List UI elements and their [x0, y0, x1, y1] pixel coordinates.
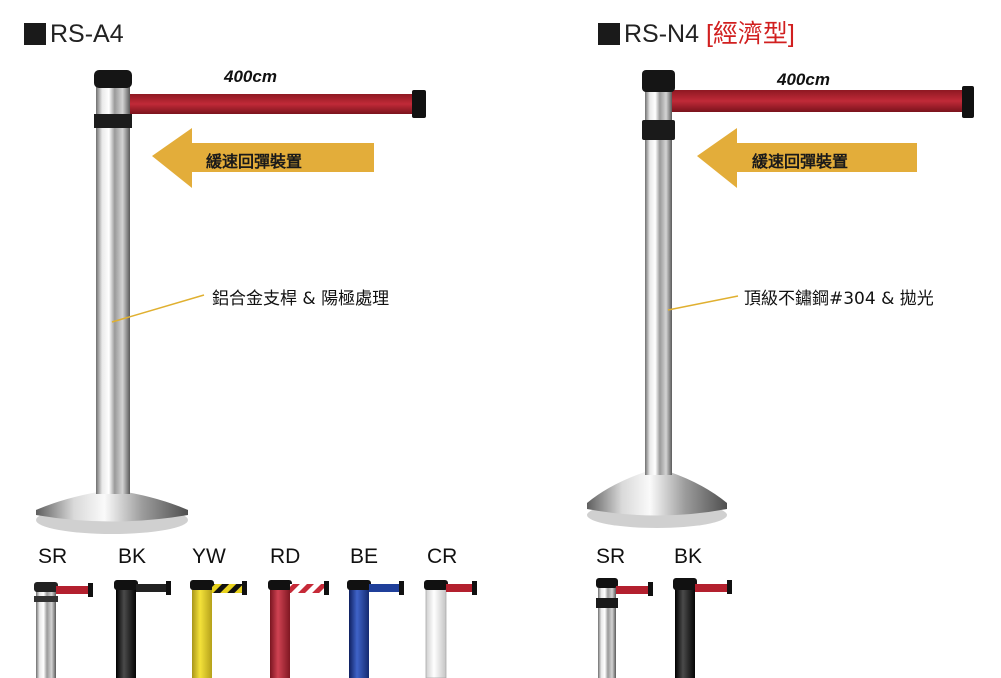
- product-title-rs-a4: RS-A4: [24, 22, 124, 47]
- title-text: RS-N4: [624, 20, 700, 48]
- swatch-bk: [673, 578, 732, 678]
- variant-code: BK: [674, 545, 703, 568]
- variant-code: SR: [38, 545, 68, 568]
- economy-tag: [經濟型]: [705, 20, 795, 48]
- swatch-sr: [34, 582, 93, 678]
- post: [645, 80, 672, 475]
- swatch-bk: [114, 580, 171, 678]
- product-title-rs-n4: RS-N4 [經濟型]: [598, 22, 795, 47]
- swatch-be: [347, 580, 404, 678]
- post-collar: [94, 114, 132, 128]
- retract-label: 緩速回彈裝置: [752, 152, 849, 171]
- stanchion-rs-a4: [36, 70, 426, 534]
- post-cap: [642, 70, 675, 92]
- variant-code: CR: [427, 545, 458, 568]
- retract-label: 緩速回彈裝置: [206, 152, 303, 171]
- swatch-sr: [596, 578, 653, 678]
- variant-code: SR: [596, 545, 626, 568]
- belt: [672, 90, 967, 112]
- swatch-rd: [268, 580, 329, 678]
- black-square-icon: [598, 23, 620, 45]
- post-collar: [642, 120, 675, 140]
- left-arrow-icon: [152, 128, 374, 188]
- variant-code: BE: [350, 545, 379, 568]
- post-cap: [94, 70, 132, 88]
- belt: [130, 94, 416, 114]
- belt-clip: [962, 86, 974, 118]
- swatch-yw: [190, 580, 247, 678]
- belt-length-label: 400cm: [224, 67, 277, 86]
- variant-code: BK: [118, 545, 147, 568]
- left-arrow-icon: [697, 128, 917, 188]
- material-label: 頂級不鏽鋼#304 & 拋光: [744, 289, 934, 309]
- belt-clip: [412, 90, 426, 118]
- belt-length-label: 400cm: [777, 70, 830, 89]
- post: [96, 80, 130, 494]
- black-square-icon: [24, 23, 46, 45]
- variant-code: YW: [192, 545, 226, 568]
- material-label: 鋁合金支桿 & 陽極處理: [212, 289, 390, 309]
- callout-leader: [667, 295, 739, 311]
- swatch-cr: [424, 580, 477, 678]
- stanchion-rs-n4: [587, 70, 974, 528]
- title-text: RS-A4: [50, 20, 124, 48]
- variant-code: RD: [270, 545, 301, 568]
- callout-leader: [111, 294, 205, 323]
